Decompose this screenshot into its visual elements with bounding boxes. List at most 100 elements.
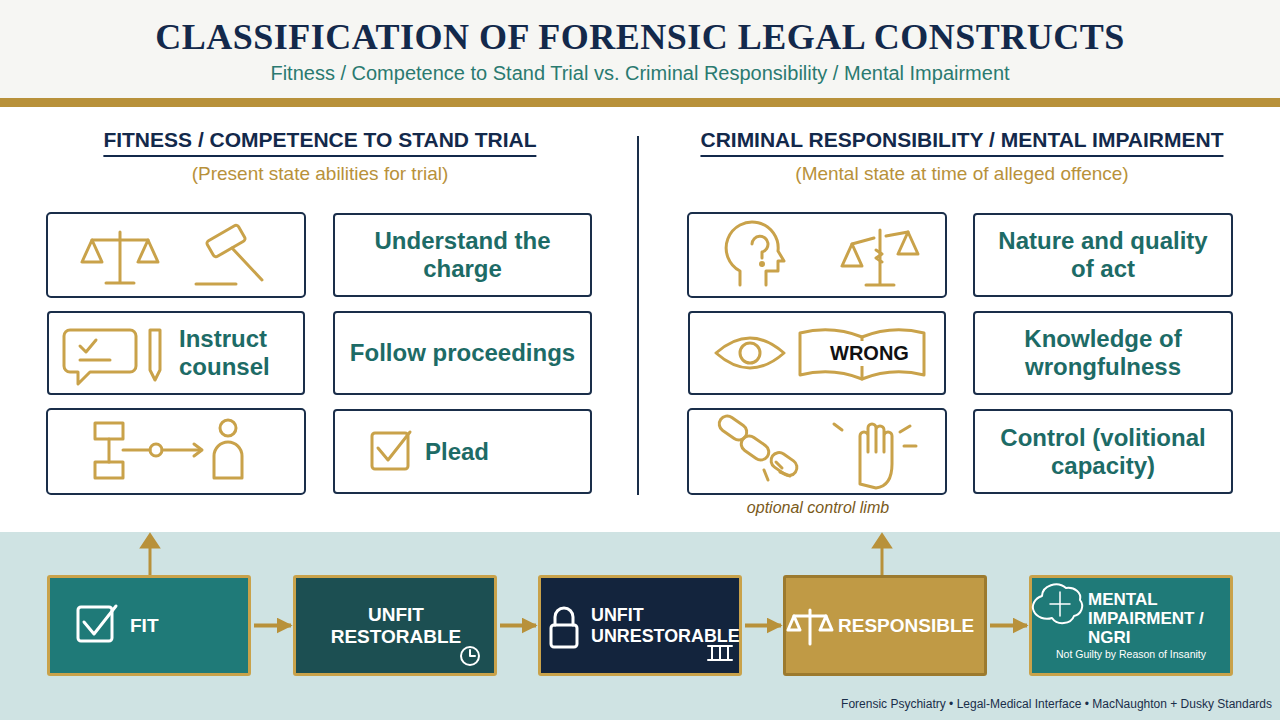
up-arrows [874, 535, 890, 547]
icons [740, 343, 760, 363]
band-icons [78, 584, 1082, 665]
flow-arrow [745, 624, 781, 628]
outcome-box: FIT [47, 575, 251, 676]
criterion-box: Understand the charge [333, 213, 592, 297]
box-label: FIT [50, 615, 248, 636]
box-label: Control (volitional capacity) [975, 424, 1231, 479]
icons [716, 338, 784, 368]
section-heading: CRIMINAL RESPONSIBILITY / MENTAL IMPAIRM… [700, 128, 1223, 157]
criterion-box: Knowledge of wrongfulness [973, 311, 1233, 395]
criterion-box: Nature and quality of act [973, 213, 1233, 297]
icons [876, 250, 882, 262]
criterion-box: Follow proceedings [333, 311, 592, 395]
outcome-box: UNFIT UNRESTORABLE [538, 575, 742, 676]
icons [852, 232, 908, 244]
icon-cards [47, 409, 305, 494]
plead-checkbox [372, 432, 410, 469]
gold-rule [0, 98, 1280, 107]
note: optional control limb [747, 499, 889, 517]
subtitle: Fitness / Competence to Stand Trial vs. … [270, 62, 1009, 85]
up-arrows [142, 535, 890, 575]
icons [150, 444, 162, 456]
plead-checkbox [372, 433, 408, 469]
band-icons [708, 646, 732, 660]
icons [764, 462, 790, 480]
box-label: Nature and quality of act [975, 227, 1231, 282]
icons [106, 282, 134, 285]
divider [637, 136, 639, 495]
icons [82, 240, 158, 262]
band-icons [470, 650, 475, 656]
band-icons [794, 615, 826, 618]
box-label: WRONG [826, 341, 913, 366]
box-label: MENTAL IMPAIRMENT / NGRI [1032, 590, 1230, 647]
box-label: UNFIT RESTORABLE [296, 604, 494, 647]
icon-box: WRONG [688, 311, 946, 395]
up-arrows [149, 546, 152, 575]
box-label: UNFIT UNRESTORABLE [541, 605, 739, 645]
icon-cards [688, 409, 946, 494]
band-icons [84, 606, 116, 634]
band-icons [809, 610, 812, 644]
icons [726, 222, 784, 285]
icons [108, 439, 111, 462]
icons [220, 420, 236, 436]
bottom-band [0, 532, 1280, 720]
band-icons [78, 607, 112, 641]
icons [123, 449, 150, 452]
icons [860, 424, 892, 488]
icons [95, 423, 123, 439]
box-label: Instruct counsel [49, 325, 303, 380]
icons [80, 340, 110, 360]
icons [866, 284, 894, 287]
band-icons [461, 647, 479, 665]
icon-cards [688, 213, 946, 297]
icons [800, 330, 924, 379]
icons [196, 283, 236, 286]
footer: Forensic Psychiatry • Legal-Medical Inte… [841, 697, 1272, 711]
box-label: Knowledge of wrongfulness [975, 325, 1231, 380]
icons [738, 433, 772, 463]
icons [206, 224, 246, 258]
icons [752, 236, 768, 258]
band-icons [788, 616, 832, 630]
criterion-box: Plead [333, 409, 592, 494]
flow-arrow [254, 624, 291, 628]
icons [842, 232, 918, 266]
box-subtext: Not Guilty by Reason of Insanity [1032, 647, 1230, 661]
header-ground [0, 0, 1280, 98]
plead-checkbox [378, 432, 410, 460]
icons [232, 248, 262, 280]
icons [761, 263, 764, 266]
icons [150, 330, 160, 380]
icon-cards [47, 213, 946, 494]
flow-arrow [990, 624, 1027, 628]
icons [95, 462, 123, 478]
outcome-box: UNFIT RESTORABLE [293, 575, 497, 676]
icons [64, 330, 136, 384]
criterion-box: Control (volitional capacity) [973, 409, 1233, 494]
icons [834, 424, 916, 446]
band-icons [551, 625, 577, 647]
icon-cards [47, 213, 305, 297]
up-arrows [881, 546, 884, 575]
section-subheading: (Mental state at time of alleged offence… [795, 163, 1128, 185]
section-heading: FITNESS / COMPETENCE TO STAND TRIAL [103, 128, 536, 157]
band-icons [555, 608, 573, 625]
box-label: Plead [335, 438, 590, 466]
box-label: Understand the charge [335, 227, 590, 282]
band-icons [1050, 592, 1070, 616]
icons [214, 442, 242, 478]
band-icons [1033, 584, 1082, 623]
flow-arrow [500, 624, 536, 628]
outcome-box: RESPONSIBLE [783, 575, 987, 676]
title: CLASSIFICATION OF FORENSIC LEGAL CONSTRU… [155, 16, 1125, 58]
outcome-box: MENTAL IMPAIRMENT / NGRINot Guilty by Re… [1029, 575, 1233, 676]
icon-box: Instruct counsel [47, 311, 305, 395]
icons [162, 449, 200, 452]
section-subheading: (Present state abilities for trial) [192, 163, 449, 185]
box-label: Follow proceedings [340, 339, 585, 367]
icons [768, 449, 800, 478]
up-arrows [142, 535, 158, 547]
